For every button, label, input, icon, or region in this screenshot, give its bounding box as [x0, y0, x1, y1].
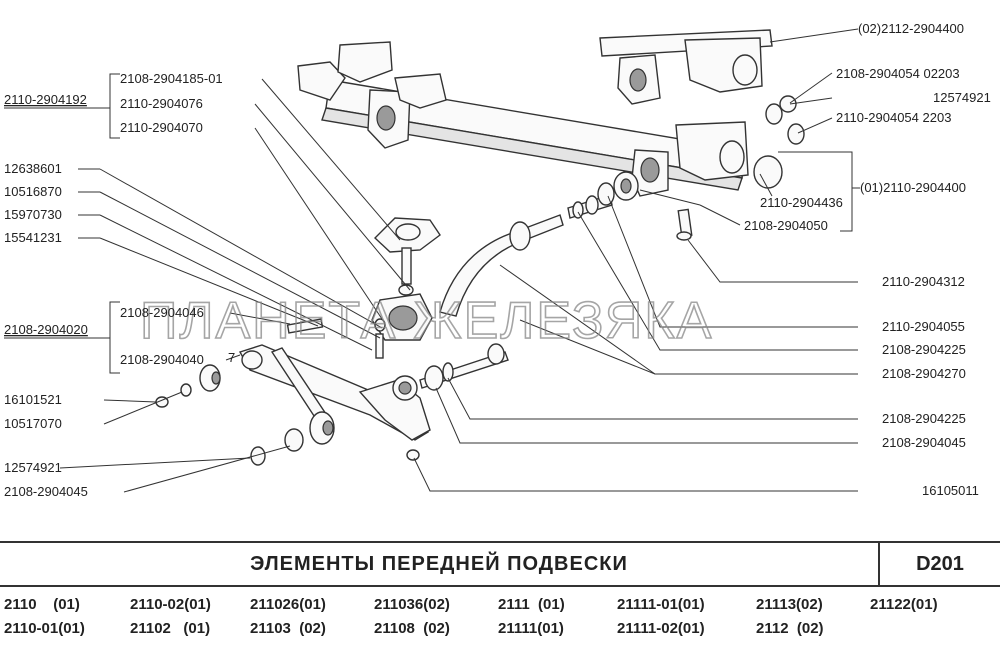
label-2110-2904312: 2110-2904312 — [882, 274, 965, 289]
strut-rod — [270, 343, 509, 426]
label-2110-2904055: 2110-2904055 — [882, 319, 965, 334]
title-divider — [878, 543, 880, 585]
label-2108-2904054-02203: 2108-2904054 02203 — [836, 66, 960, 81]
label-2108-2904225-b: 2108-2904225 — [882, 411, 966, 426]
upper-beam-segment — [599, 29, 773, 105]
model-item: 21111-01(01) — [617, 596, 705, 613]
model-item: 21111(01) — [498, 620, 564, 637]
label-2110-2904436: 2110-2904436 — [760, 195, 843, 210]
label-2110-2904054-2203: 2110-2904054 2203 — [836, 110, 951, 125]
label-16105011: 16105011 — [922, 483, 979, 498]
label-2108-2904185-01: 2108-2904185-01 — [120, 71, 223, 86]
model-item: 211026(01) — [250, 596, 326, 613]
label-12574921-bottom: 12574921 — [4, 460, 62, 475]
label-2108-2904020: 2108-2904020 — [4, 322, 88, 337]
model-item: 2111 (01) — [498, 596, 565, 613]
stabilizer-bar — [439, 171, 639, 317]
lower-left-hardware — [155, 364, 420, 466]
diagram-title: ЭЛЕМЕНТЫ ПЕРЕДНЕЙ ПОДВЕСКИ — [250, 553, 628, 575]
label-2108-2904225-a: 2108-2904225 — [882, 342, 966, 357]
label-16101521: 16101521 — [4, 392, 62, 407]
label-7: 7 — [228, 350, 235, 365]
title-bar: ЭЛЕМЕНТЫ ПЕРЕДНЕЙ ПОДВЕСКИ D201 — [0, 541, 1000, 587]
label-2108-2904045-right: 2108-2904045 — [882, 435, 966, 450]
label-2110-2904076: 2110-2904076 — [120, 96, 203, 111]
lower-control-arm — [238, 344, 431, 441]
crossmember-beam — [297, 41, 749, 197]
label-01-2110-2904400: (01)2110-2904400 — [860, 180, 966, 195]
leader-lines — [4, 28, 860, 493]
model-item: 2110 (01) — [4, 596, 80, 613]
model-item: 211036(02) — [374, 596, 450, 613]
label-10516870: 10516870 — [4, 184, 62, 199]
model-item: 21108 (02) — [374, 620, 450, 637]
model-item: 21102 (01) — [130, 620, 211, 637]
label-10517070: 10517070 — [4, 416, 62, 431]
upper-right-hardware — [753, 95, 805, 189]
model-item: 2110-02(01) — [130, 596, 211, 613]
label-2108-2904270: 2108-2904270 — [882, 366, 966, 381]
model-list: 2110 (01) 2110-02(01) 211026(01) 211036(… — [0, 592, 1000, 648]
label-2110-2904192: 2110-2904192 — [4, 92, 87, 107]
label-15541231: 15541231 — [4, 230, 62, 245]
label-2108-2904045-left: 2108-2904045 — [4, 484, 88, 499]
model-item: 2110-01(01) — [4, 620, 85, 637]
watermark-text: ПЛАНЕТА ЖЕЛЕЗЯКА — [140, 292, 713, 350]
bolt-right — [676, 208, 693, 241]
model-item: 2112 (02) — [756, 620, 824, 637]
label-12574921-top: 12574921 — [933, 90, 991, 105]
label-15970730: 15970730 — [4, 207, 62, 222]
model-item: 21111-02(01) — [617, 620, 705, 637]
label-2108-2904040: 2108-2904040 — [120, 352, 204, 367]
label-12638601: 12638601 — [4, 161, 62, 176]
label-2108-2904050: 2108-2904050 — [744, 218, 828, 233]
model-item: 21113(02) — [756, 596, 823, 613]
model-item: 21122(01) — [870, 596, 938, 613]
suspension-diagram: ПЛАНЕТА ЖЕЛЕЗЯКА (02)2112-2904400 2108-2… — [4, 21, 991, 499]
label-2112-2904400: (02)2112-2904400 — [858, 21, 964, 36]
label-2108-2904046: 2108-2904046 — [120, 305, 204, 320]
model-item: 21103 (02) — [250, 620, 326, 637]
label-2110-2904070: 2110-2904070 — [120, 120, 203, 135]
control-arm-hub — [286, 293, 433, 359]
ball-joint — [373, 217, 441, 296]
part-labels: (02)2112-2904400 2108-2904054 02203 1257… — [4, 21, 991, 499]
diagram-code: D201 — [916, 553, 964, 575]
